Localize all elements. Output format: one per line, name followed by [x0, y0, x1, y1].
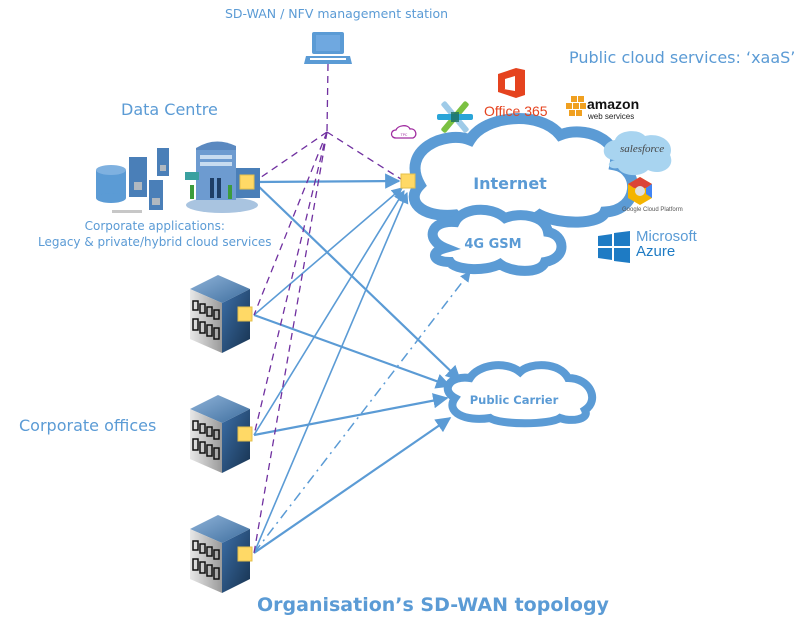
link-office3-internet — [253, 191, 409, 554]
internet-router-icon[interactable] — [400, 173, 416, 189]
link-office1-carrier — [253, 313, 452, 389]
corporate-apps-line1: Corporate applications: — [84, 219, 225, 233]
office-building-icon — [190, 275, 250, 353]
office365-label: Office 365 — [484, 103, 548, 119]
link-office2-internet — [253, 190, 405, 436]
office365-icon — [498, 68, 525, 98]
link-mgmt-dc — [253, 131, 328, 183]
azure-icon — [598, 231, 630, 263]
link-office3-carrier — [253, 417, 452, 554]
database-icon — [96, 165, 126, 203]
amazon-sub-label: web services — [588, 112, 635, 121]
link-dc-internet — [253, 173, 401, 189]
internet-label: Internet — [473, 174, 547, 193]
link-mgmt-internet — [326, 131, 405, 182]
carrier-cloud: Public Carrier — [443, 361, 597, 428]
link-mgmt-office1 — [253, 131, 328, 316]
link-office3-gsm — [253, 271, 471, 554]
link-office1-internet — [253, 187, 403, 316]
cisco-spark-icon — [437, 101, 473, 133]
link-mgmt-office3 — [253, 131, 328, 554]
internet-cloud: Internet — [408, 113, 639, 232]
public-cloud-label: Public cloud services: ‘xaaS’ — [569, 48, 796, 67]
office-building-icon — [190, 515, 250, 593]
server-rack-icon — [112, 148, 169, 213]
tpc-cloud-icon: TPC — [390, 125, 417, 139]
management-stem-link — [326, 63, 329, 133]
link-dc-carrier — [253, 181, 462, 382]
carrier-label: Public Carrier — [470, 393, 559, 407]
link-mgmt-office2 — [253, 131, 328, 436]
salesforce-icon — [603, 131, 672, 176]
svg-text:TPC: TPC — [400, 133, 408, 137]
azure-label: Azure — [636, 243, 676, 260]
office3-router-icon[interactable] — [237, 546, 253, 562]
corporate-apps-line2: Legacy & private/hybrid cloud services — [38, 235, 272, 249]
aws-icon — [566, 96, 586, 116]
corporate-offices-label: Corporate offices — [19, 416, 157, 435]
link-office2-carrier — [253, 393, 449, 437]
office-building-icon — [190, 395, 250, 473]
google-cloud-icon — [628, 177, 652, 205]
office1-router-icon[interactable] — [237, 306, 253, 322]
data-centre-label: Data Centre — [121, 100, 218, 119]
azure-microsoft-label: Microsoft — [636, 228, 697, 245]
google-cloud-label: Google Cloud Platform — [622, 207, 683, 213]
management-station-label: SD-WAN / NFV management station — [225, 6, 449, 21]
gsm-label: 4G GSM — [464, 237, 521, 252]
amazon-label: amazon — [587, 96, 640, 112]
laptop-icon[interactable] — [304, 32, 352, 64]
diagram-title: Organisation’s SD-WAN topology — [257, 594, 609, 616]
salesforce-label: salesforce — [620, 143, 665, 155]
office2-router-icon[interactable] — [237, 426, 253, 442]
dc-router-icon[interactable] — [239, 174, 255, 190]
gsm-cloud: 4G GSM — [427, 204, 567, 276]
corporate-apps-label: Corporate applications: Legacy & private… — [38, 218, 272, 250]
links-layer — [253, 63, 471, 554]
